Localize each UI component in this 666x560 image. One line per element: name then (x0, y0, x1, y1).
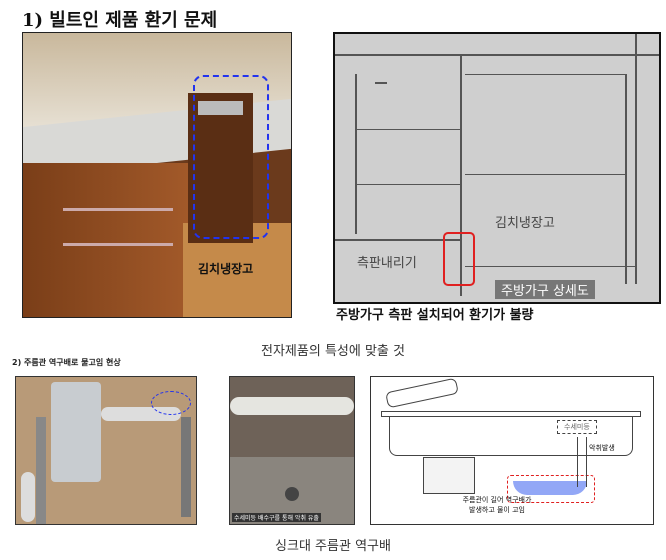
note-text: 전자제품의 특성에 맞출 것 (261, 344, 405, 359)
drawer-handle (63, 208, 173, 211)
section-caption: 싱크대 주름관 역구배 (275, 539, 391, 554)
highlight-box (443, 232, 475, 286)
section-title-2: 2) 주름관 역구배로 물고임 현상 (12, 358, 121, 367)
smell-label: 악취발생 (589, 444, 615, 452)
section-title: 1) 빌트인 제품 환기 문제 (22, 10, 218, 31)
highlight-ring (193, 75, 269, 239)
drawer-handle (63, 243, 173, 246)
side-panel-label: 측판내리기 (357, 256, 417, 271)
photo-caption: 수세미등 배수구를 통해 악취 유출 (232, 513, 321, 522)
kitchen-photo: 김치냉장고 (22, 32, 292, 318)
photo-label: 김치냉장고 (198, 260, 254, 277)
sink-pipe-photo (15, 376, 197, 525)
fridge-panel (198, 101, 243, 115)
fridge-label: 김치냉장고 (495, 216, 555, 231)
kimchi-fridge (188, 93, 253, 243)
highlight-box (507, 475, 595, 503)
faucet-icon (385, 377, 459, 409)
cabinet-diagram: 김치냉장고 측판내리기 주방가구 상세도 (333, 32, 661, 304)
box-label: 수세미등 (557, 420, 597, 434)
highlight-ring (151, 391, 191, 415)
diagram-tag: 주방가구 상세도 (495, 280, 595, 299)
diagram-caption: 주방가구 측판 설치되어 환기가 불량 (336, 308, 534, 323)
cabinet (23, 163, 193, 317)
drain-photo: 수세미등 배수구를 통해 악취 유출 (229, 376, 355, 525)
